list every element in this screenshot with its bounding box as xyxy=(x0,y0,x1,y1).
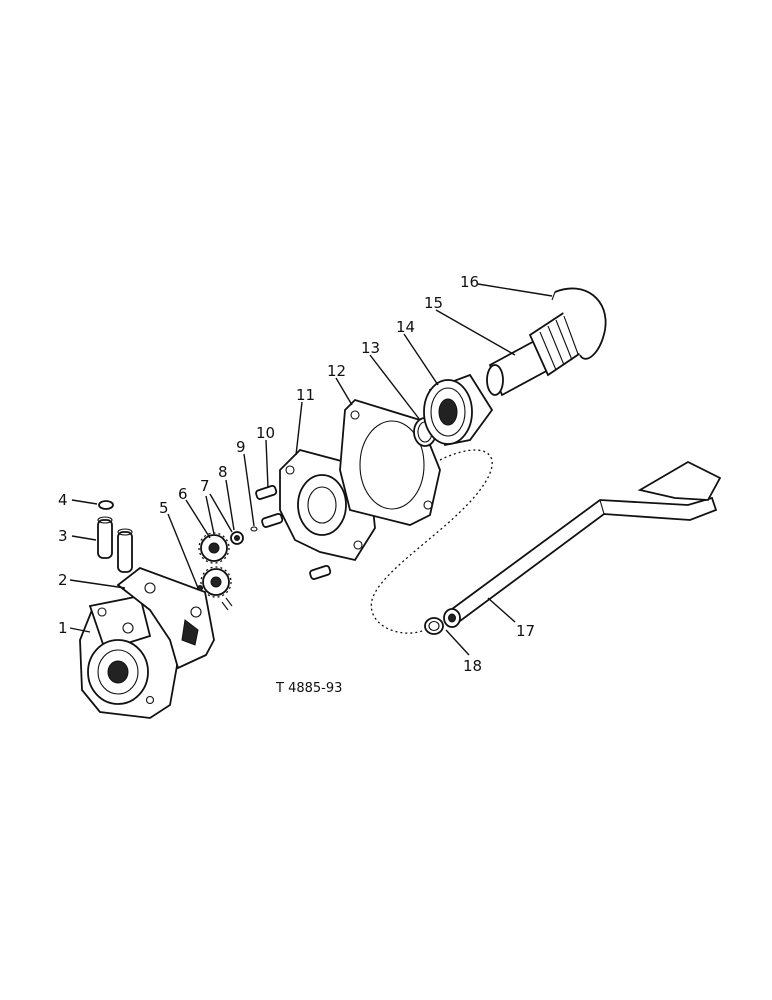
callout-16: 16 xyxy=(460,273,479,291)
callout-12: 12 xyxy=(327,362,346,380)
callout-2: 2 xyxy=(58,571,68,589)
small-gear-part xyxy=(230,531,244,545)
callout-8: 8 xyxy=(218,463,228,481)
callout-18: 18 xyxy=(463,657,482,675)
gasket-plate-part xyxy=(116,566,215,670)
ring-part xyxy=(98,500,114,510)
dowel-pin-part xyxy=(97,516,133,573)
callout-9: 9 xyxy=(236,438,246,456)
drive-shaft-part xyxy=(486,310,584,397)
bearing-part xyxy=(423,373,494,447)
callout-14: 14 xyxy=(396,318,415,336)
callout-1: 1 xyxy=(58,619,68,637)
o-ring-part xyxy=(424,617,444,635)
pump-housing-part xyxy=(79,594,179,719)
callout-13: 13 xyxy=(361,339,380,357)
callout-6: 6 xyxy=(178,485,188,503)
leader-lines xyxy=(69,283,553,656)
callout-15: 15 xyxy=(424,294,443,312)
oil-pipe-part xyxy=(443,460,722,628)
callout-5: 5 xyxy=(159,499,169,517)
gear-part xyxy=(198,532,233,611)
callout-labels: 1 2 3 4 5 6 7 8 9 10 11 12 13 14 15 16 1… xyxy=(58,273,535,675)
callout-4: 4 xyxy=(58,491,68,509)
callout-10: 10 xyxy=(256,424,275,442)
callout-7: 7 xyxy=(200,477,210,495)
figure-reference: T 4885-93 xyxy=(275,681,342,696)
callout-11: 11 xyxy=(296,386,315,404)
pin-part xyxy=(250,484,332,580)
callout-17: 17 xyxy=(516,622,535,640)
circlip-part xyxy=(551,287,607,360)
callout-3: 3 xyxy=(58,527,68,545)
